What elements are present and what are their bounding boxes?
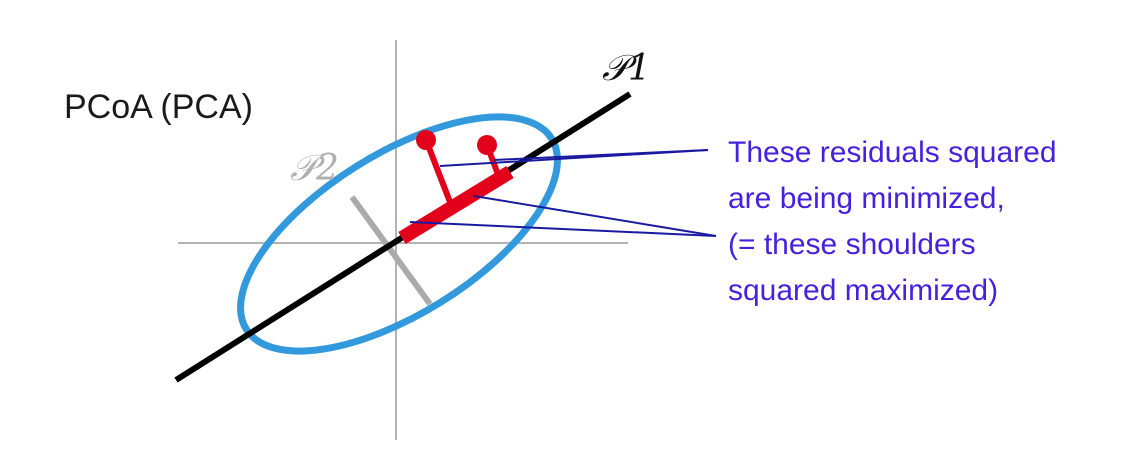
data-point-1 <box>416 130 436 150</box>
projection-shoulders <box>398 166 514 244</box>
p2-axis-label: 𝒫2 <box>290 148 339 189</box>
annotation-line-4: squared maximized) <box>728 274 998 307</box>
leader-line-residual-2 <box>493 149 709 161</box>
annotation-line-2: are being minimized, <box>728 182 1005 215</box>
residual-line-1 <box>423 138 453 204</box>
leader-line-shoulder-1 <box>409 221 717 237</box>
p1-axis-label: 𝒫1 <box>602 48 651 89</box>
diagram-title: PCoA (PCA) <box>64 88 253 126</box>
annotation-line-3: (= these shoulders <box>728 228 976 261</box>
data-point-2 <box>477 135 497 155</box>
annotation-line-1: These residuals squared <box>728 136 1057 169</box>
p2-axis-line <box>349 195 433 306</box>
data-ellipse <box>237 113 561 355</box>
leader-line-shoulder-2 <box>473 195 717 237</box>
